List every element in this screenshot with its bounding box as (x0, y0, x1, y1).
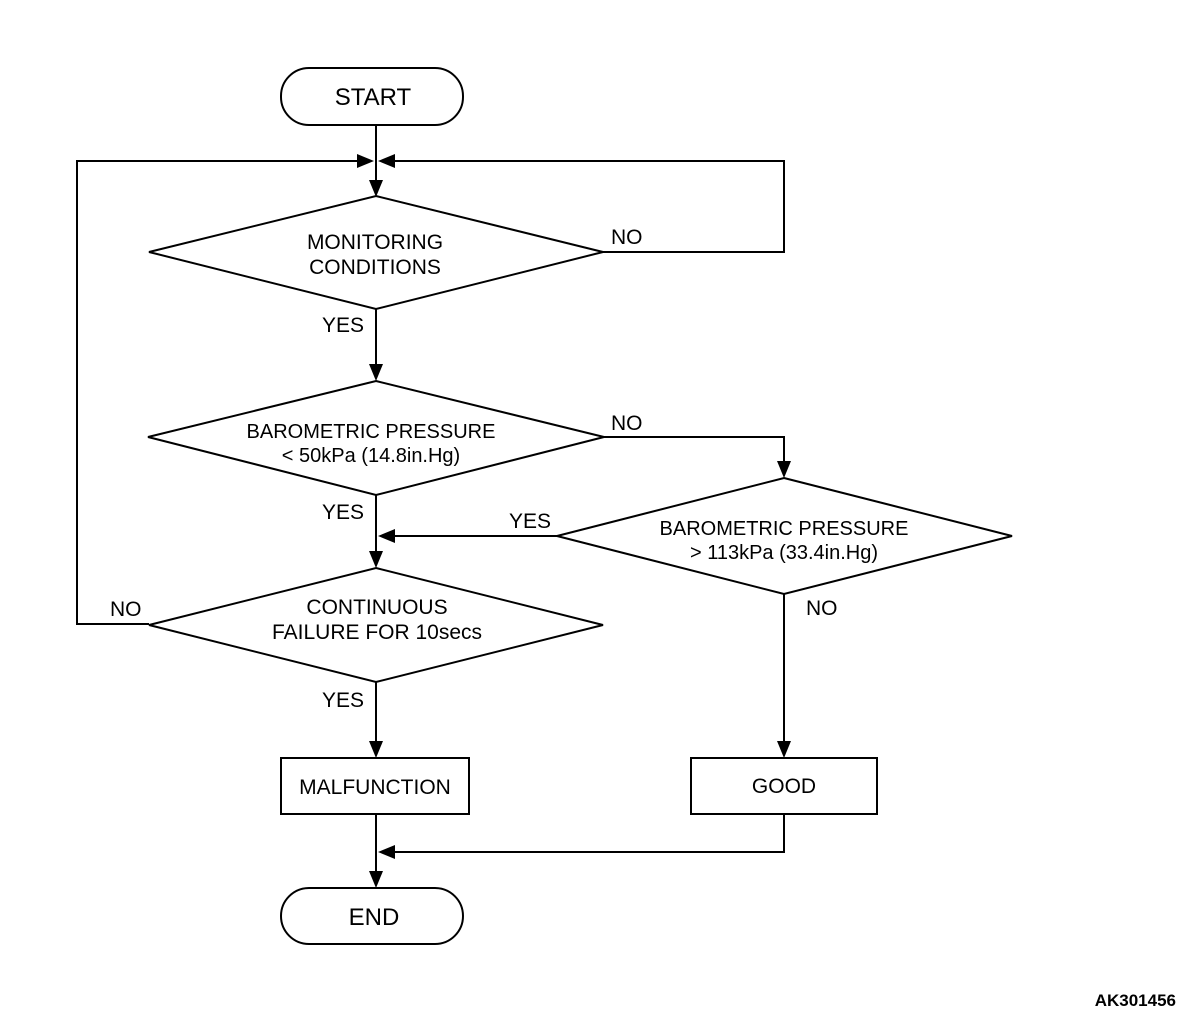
malfunction-box (280, 757, 470, 815)
malfunction-node: MALFUNCTION (280, 757, 470, 815)
connectors (76, 126, 791, 888)
continuous-label-line1: CONTINUOUS (306, 596, 447, 619)
continuous-label-line2: FAILURE FOR 10secs (272, 621, 482, 644)
arrowhead-good-merge (378, 845, 395, 859)
baro-low-yes-label: YES (322, 501, 364, 524)
arrowhead-into-end (369, 871, 383, 888)
arrowhead-continuous-no-loop (357, 154, 374, 168)
baro-high-yes-label: YES (509, 510, 551, 533)
good-node: GOOD (690, 757, 878, 815)
baro-high-decision: BAROMETRIC PRESSURE > 113kPa (33.4in.Hg) (556, 476, 1013, 596)
monitoring-diamond (148, 194, 604, 311)
connector-good-to-end (392, 814, 785, 853)
baro-low-diamond (147, 379, 605, 497)
arrowhead-into-good (777, 741, 791, 758)
baro-low-label-line2: < 50kPa (14.8in.Hg) (282, 445, 460, 467)
figure-id: AK301456 (1095, 991, 1176, 1010)
continuous-diamond (148, 566, 604, 684)
start-label: START (335, 84, 412, 111)
baro-low-no-label: NO (611, 412, 643, 435)
arrowhead-into-monitoring (369, 180, 383, 197)
monitoring-yes-label: YES (322, 314, 364, 337)
continuous-decision: CONTINUOUS FAILURE FOR 10secs (148, 566, 604, 684)
baro-high-label-line1: BAROMETRIC PRESSURE (660, 518, 909, 540)
baro-high-no-label: NO (806, 597, 838, 620)
end-terminator (280, 887, 464, 945)
monitoring-no-label: NO (611, 226, 643, 249)
baro-high-diamond (556, 476, 1013, 596)
end-node: END (280, 887, 464, 945)
start-terminator (280, 67, 464, 126)
monitoring-label-line1: MONITORING (307, 231, 443, 254)
continuous-yes-label: YES (322, 689, 364, 712)
malfunction-label: MALFUNCTION (299, 776, 451, 799)
arrowhead-baro-high-yes (378, 529, 395, 543)
start-node: START (280, 67, 464, 126)
baro-high-label-line2: > 113kPa (33.4in.Hg) (690, 542, 878, 564)
connector-monitoring-no-loop (392, 160, 785, 253)
arrowhead-monitoring-no-loop (378, 154, 395, 168)
baro-low-decision: BAROMETRIC PRESSURE < 50kPa (14.8in.Hg) (147, 379, 605, 497)
arrowhead-into-malfunction (369, 741, 383, 758)
arrowhead-into-continuous (369, 551, 383, 568)
continuous-no-label: NO (110, 598, 142, 621)
arrowhead-into-baro-high (777, 461, 791, 478)
monitoring-decision: MONITORING CONDITIONS (148, 194, 604, 311)
baro-low-label-line1: BAROMETRIC PRESSURE (247, 421, 496, 443)
end-label: END (349, 904, 400, 931)
good-box (690, 757, 878, 815)
monitoring-label-line2: CONDITIONS (309, 256, 441, 279)
arrowhead-into-baro-low (369, 364, 383, 381)
good-label: GOOD (752, 775, 816, 798)
connector-baro-low-no (604, 436, 785, 470)
connector-continuous-no-loop (76, 160, 360, 625)
